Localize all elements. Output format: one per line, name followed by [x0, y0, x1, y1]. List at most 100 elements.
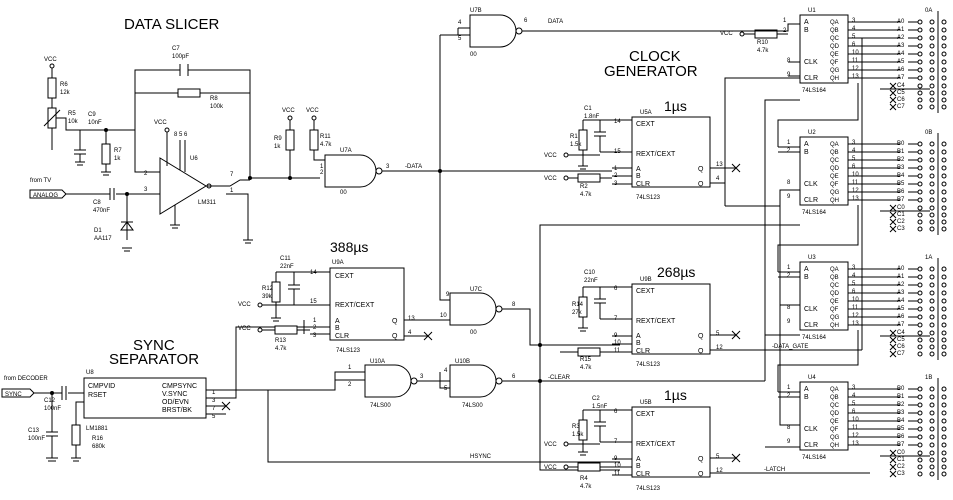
sr-pin-label: QC: [830, 36, 840, 42]
title-separator: SEPARATOR: [109, 351, 199, 368]
svg-text:1: 1: [614, 166, 618, 172]
resistor-r15: [577, 347, 601, 357]
sr-pin-number: 12: [852, 313, 859, 319]
connector-pin: [929, 290, 935, 296]
sr-pin-number: 12: [852, 433, 859, 439]
connector-pin: [941, 205, 947, 211]
bus-label: A7: [897, 75, 905, 81]
resistor-r2: [577, 173, 601, 183]
nand-gate-u10b: [449, 364, 497, 398]
timing-u9a: 388µs: [330, 239, 368, 255]
sr-pin-number: 5: [852, 401, 856, 407]
svg-text:CLK: CLK: [804, 426, 818, 433]
connector-pin: [929, 19, 935, 25]
no-connect-mark: [889, 82, 897, 90]
sr-pin-label: QE: [830, 52, 839, 58]
bus-label: B0: [897, 141, 905, 147]
sr-pin-number: 6: [852, 164, 856, 170]
svg-text:CLR: CLR: [804, 442, 818, 449]
bus-label: B5: [897, 181, 905, 187]
connector-pin: [917, 181, 923, 187]
svg-text:1: 1: [787, 265, 791, 271]
sr-pin-number: 11: [852, 180, 859, 186]
no-connect-mark: [889, 89, 897, 97]
sr-pin-label: QD: [830, 291, 840, 297]
svg-text:RSET: RSET: [88, 392, 107, 399]
bus-label: B7: [897, 442, 905, 448]
svg-text:-DATA_GATE: -DATA_GATE: [772, 344, 808, 350]
bus-label: C4: [897, 330, 905, 336]
svg-text:100k: 100k: [210, 104, 224, 110]
sr-pin-number: 3: [852, 18, 856, 24]
svg-text:ANALOG: ANALOG: [33, 193, 58, 199]
connector-pin: [929, 450, 935, 456]
connector-pin: [941, 165, 947, 171]
sr-pin-number: 4: [852, 393, 856, 399]
svg-text:Q: Q: [698, 166, 704, 173]
connector-pin: [941, 344, 947, 350]
sr-pin-number: 5: [852, 156, 856, 162]
connector-pin: [917, 394, 923, 400]
svg-text:R10: R10: [757, 40, 769, 46]
connector-pin: [917, 410, 923, 416]
svg-text:Q: Q: [392, 333, 398, 340]
svg-text:AA117: AA117: [94, 236, 112, 242]
connector-pin: [929, 418, 935, 424]
resistor-r16: [71, 424, 81, 446]
svg-text:3: 3: [144, 187, 148, 193]
capacitor-c13: [46, 393, 58, 462]
connector-pin: [941, 83, 947, 89]
svg-text:REXT/CEXT: REXT/CEXT: [636, 151, 676, 158]
connector-pin: [929, 197, 935, 203]
svg-text:U5A: U5A: [640, 110, 652, 116]
sr-pin-label: QA: [830, 267, 839, 273]
svg-text:C2: C2: [592, 396, 600, 402]
no-connect-mark: [889, 463, 897, 471]
svg-text:A: A: [804, 266, 809, 273]
shift-register-u1: U1 A B CLK CLR 74LS164 8 9: [787, 8, 849, 94]
svg-text:V.SYNC: V.SYNC: [162, 391, 187, 398]
sr-pin-label: QG: [830, 68, 840, 74]
vcc-terminal: [49, 63, 55, 69]
connector-pin: [941, 402, 947, 408]
svg-text:U9A: U9A: [332, 260, 344, 266]
connector-pin: [917, 306, 923, 312]
sr-pin-label: QA: [830, 387, 839, 393]
connector-pin: [929, 90, 935, 96]
sr-pin-label: QE: [830, 419, 839, 425]
sr-pin-number: 3: [852, 385, 856, 391]
svg-text:R8: R8: [210, 96, 218, 102]
connector-pin: [941, 434, 947, 440]
no-connect-mark: [889, 211, 897, 219]
connector-pin: [929, 434, 935, 440]
connector-pin: [941, 141, 947, 147]
resistor-r14: [578, 296, 588, 318]
svg-text:6: 6: [512, 374, 516, 380]
svg-text:8: 8: [787, 58, 791, 64]
connector-pin: [941, 418, 947, 424]
svg-text:4.7k: 4.7k: [580, 365, 592, 371]
svg-text:R12: R12: [262, 286, 274, 292]
sr-pin-label: QG: [830, 190, 840, 196]
bus-label: A5: [897, 59, 905, 65]
svg-text:A: A: [804, 141, 809, 148]
bus-label: B6: [897, 189, 905, 195]
svg-text:680k: 680k: [92, 444, 106, 450]
connector-pin: [917, 19, 923, 25]
sr-pin-label: QA: [830, 142, 839, 148]
svg-text:R2: R2: [580, 184, 588, 190]
svg-text:1.5k: 1.5k: [570, 142, 582, 148]
svg-text:VCC: VCC: [544, 465, 557, 471]
sr-pin-number: 4: [852, 26, 856, 32]
svg-text:-DATA: -DATA: [405, 164, 422, 170]
svg-text:C13: C13: [28, 428, 40, 434]
connector-pin: [941, 266, 947, 272]
svg-text:VCC: VCC: [720, 31, 733, 37]
svg-text:1: 1: [787, 140, 791, 146]
connector-pin: [941, 410, 947, 416]
connector-pin: [917, 402, 923, 408]
connector-pin: [941, 442, 947, 448]
svg-text:A: A: [804, 386, 809, 393]
bus-label: A4: [897, 298, 905, 304]
svg-text:from TV: from TV: [30, 178, 51, 184]
